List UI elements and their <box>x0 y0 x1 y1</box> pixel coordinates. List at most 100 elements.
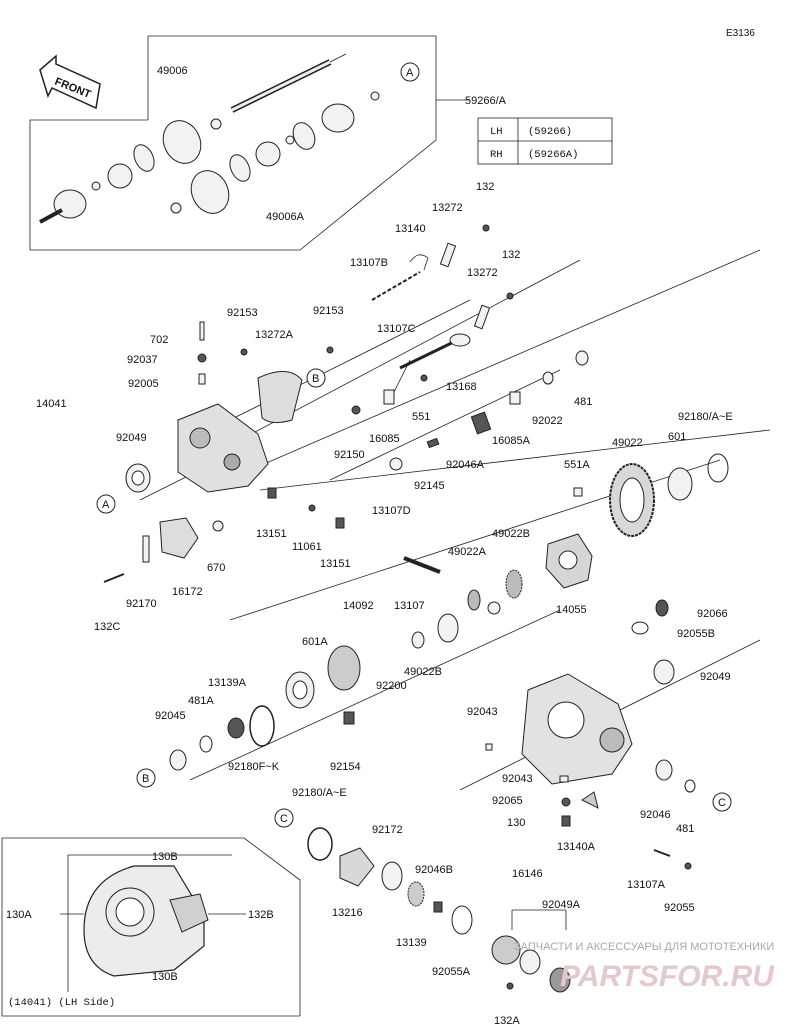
label-92049-r: 92049 <box>700 671 731 683</box>
inset-caption: (14041) (LH Side) <box>8 997 115 1009</box>
label-92153-r: 92153 <box>313 305 344 317</box>
ring-gear <box>573 453 729 537</box>
label-92005: 92005 <box>128 378 159 390</box>
callout-a-mid-label: A <box>102 499 110 511</box>
label-92055b: 92055B <box>677 628 715 640</box>
label-92022: 92022 <box>532 415 563 427</box>
callout-c-right-label: C <box>718 797 726 809</box>
label-16146: 16146 <box>512 868 543 880</box>
label-601: 601 <box>668 431 686 443</box>
label-11061: 11061 <box>292 541 322 553</box>
label-132-top: 132 <box>476 181 494 193</box>
label-13139a: 13139A <box>208 677 247 689</box>
drive-shaft-assembly <box>39 53 380 224</box>
variant-lh-side: LH <box>490 126 503 138</box>
callout-a-top <box>400 62 420 82</box>
label-92154: 92154 <box>330 761 361 773</box>
label-49022b-top: 49022B <box>492 528 530 540</box>
variant-table: LH (59266) RH (59266A) <box>477 117 613 165</box>
label-49022: 49022 <box>612 437 643 449</box>
label-130a: 130A <box>6 909 32 921</box>
callout-a-mid <box>96 494 116 514</box>
callout-b-bot <box>136 768 156 788</box>
label-92046: 92046 <box>640 809 671 821</box>
label-13107a: 13107A <box>627 879 666 891</box>
label-601a: 601A <box>302 636 328 648</box>
assembly-guide-lines <box>139 249 771 791</box>
label-13139: 13139 <box>396 937 427 949</box>
drive-shaft-frame <box>29 35 470 251</box>
watermark: ЗАПЧАСТИ И АКСЕССУАРЫ ДЛЯ МОТОТЕХНИКИ PA… <box>514 941 775 993</box>
label-702: 702 <box>150 334 168 346</box>
rear-case-housing <box>485 599 696 870</box>
callout-b-bot-label: B <box>142 773 149 785</box>
label-13107c: 13107C <box>377 323 416 335</box>
variant-lh-part: (59266) <box>528 126 572 138</box>
label-13168: 13168 <box>446 381 477 393</box>
label-14041: 14041 <box>36 398 67 410</box>
label-92200: 92200 <box>376 680 407 692</box>
label-481-right: 481 <box>676 823 694 835</box>
output-shaft-parts <box>307 827 571 993</box>
label-16172: 16172 <box>172 586 203 598</box>
pinion-assembly <box>169 613 459 771</box>
label-132c: 132C <box>94 621 120 633</box>
label-13107b: 13107B <box>350 257 388 269</box>
label-92172: 92172 <box>372 824 403 836</box>
diagram-code: E3136 <box>726 28 755 39</box>
label-132-mid: 132 <box>502 249 520 261</box>
part-labels: 59266/A 49006 49006A 132 13272 13140 131… <box>6 65 733 1027</box>
label-92180ae-top: 92180/A~E <box>678 411 733 423</box>
label-481a: 481A <box>188 695 214 707</box>
callout-a-top-label: A <box>406 67 414 79</box>
label-92049a: 92049A <box>542 899 581 911</box>
label-92043-top: 92043 <box>467 706 498 718</box>
label-92043-mid: 92043 <box>502 773 533 785</box>
label-92046a: 92046A <box>446 459 485 471</box>
label-92170: 92170 <box>126 598 157 610</box>
label-551a: 551A <box>564 459 590 471</box>
label-92046b: 92046B <box>415 864 453 876</box>
label-481-top: 481 <box>574 396 592 408</box>
variant-rh-side: RH <box>490 149 503 161</box>
callout-c-bot-label: C <box>280 813 288 825</box>
label-92145: 92145 <box>414 480 445 492</box>
gear-case-housing <box>125 403 269 493</box>
watermark-logo: PARTSFOR.RU <box>560 960 775 993</box>
lh-side-inset <box>1 837 301 1017</box>
label-13216: 13216 <box>332 907 363 919</box>
label-551: 551 <box>412 411 430 423</box>
label-16085a: 16085A <box>492 435 531 447</box>
label-13272-mid: 13272 <box>467 267 498 279</box>
label-130: 130 <box>507 817 525 829</box>
label-132a: 132A <box>494 1015 520 1027</box>
label-132b: 132B <box>248 909 274 921</box>
label-92153-l: 92153 <box>227 307 258 319</box>
callout-c-right <box>712 792 732 812</box>
label-92065: 92065 <box>492 795 523 807</box>
front-arrow-icon: FRONT <box>39 54 101 110</box>
shift-linkage-parts <box>197 224 589 471</box>
label-92037: 92037 <box>127 354 158 366</box>
label-13140: 13140 <box>395 223 426 235</box>
label-130b-top: 130B <box>152 851 178 863</box>
label-13107d: 13107D <box>372 505 411 517</box>
label-49006: 49006 <box>157 65 188 77</box>
watermark-line1: ЗАПЧАСТИ И АКСЕССУАРЫ ДЛЯ МОТОТЕХНИКИ <box>514 941 774 953</box>
label-13272a: 13272A <box>255 329 294 341</box>
label-49022b-mid: 49022B <box>404 666 442 678</box>
label-16085: 16085 <box>369 433 400 445</box>
label-14055: 14055 <box>556 604 587 616</box>
label-92066: 92066 <box>697 608 728 620</box>
callout-b-top-label: B <box>312 373 319 385</box>
callout-b-top <box>306 368 326 388</box>
label-14092: 14092 <box>343 600 374 612</box>
label-92055a: 92055A <box>432 966 471 978</box>
label-92180fk: 92180F~K <box>228 761 280 773</box>
shift-actuator <box>103 487 345 583</box>
label-92055: 92055 <box>664 902 695 914</box>
label-670: 670 <box>207 562 225 574</box>
label-92045: 92045 <box>155 710 186 722</box>
label-59266a: 59266/A <box>465 95 507 107</box>
label-49006a: 49006A <box>266 211 305 223</box>
